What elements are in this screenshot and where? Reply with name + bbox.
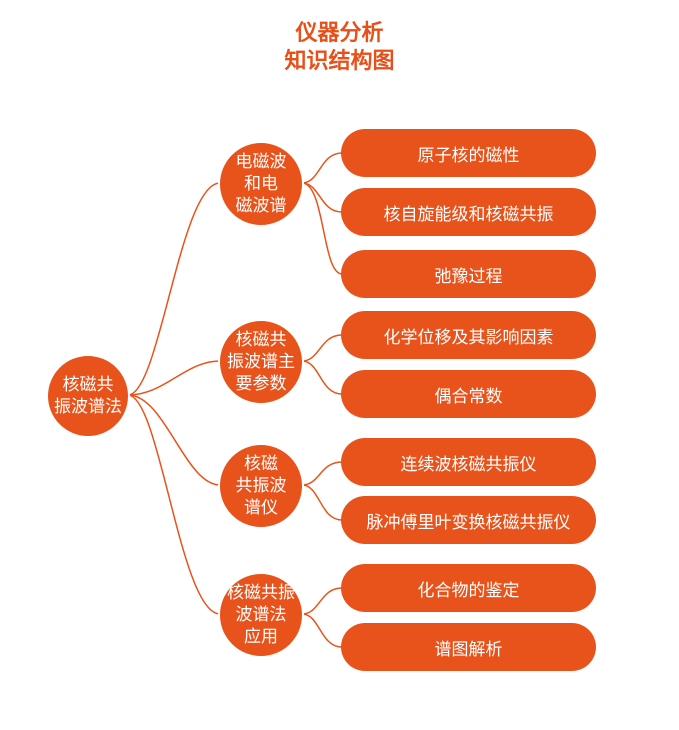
branch-node-3-label: 核磁 共振波 谱仪 xyxy=(235,454,287,518)
branch-node-2-label: 核磁共 振波谱主 要参数 xyxy=(227,330,295,394)
link-branch-4-item-1 xyxy=(301,587,343,615)
link-root-branch-3 xyxy=(127,394,221,486)
link-branch-4-item-2 xyxy=(301,613,343,648)
leaf-node-2-2-label: 偶合常数 xyxy=(434,386,503,407)
leaf-node-3-2-label: 脉冲傅里叶变换核磁共振仪 xyxy=(366,512,571,533)
branch-node-1: 电磁波 和电 磁波谱 xyxy=(218,141,304,227)
link-root-branch-1 xyxy=(127,182,221,396)
leaf-node-2-2: 偶合常数 xyxy=(341,370,596,418)
leaf-node-1-1: 原子核的磁性 xyxy=(341,129,596,177)
branch-node-2: 核磁共 振波谱主 要参数 xyxy=(218,319,304,405)
link-branch-1-item-3 xyxy=(301,182,343,275)
leaf-node-2-1-label: 化学位移及其影响因素 xyxy=(383,327,554,348)
leaf-node-1-2-label: 核自旋能级和核磁共振 xyxy=(383,204,554,225)
link-branch-3-item-1 xyxy=(301,461,343,486)
diagram-title-line-1: 仪器分析 xyxy=(295,21,384,46)
leaf-node-4-1-label: 化合物的鉴定 xyxy=(417,580,520,601)
leaf-node-1-1-label: 原子核的磁性 xyxy=(417,145,520,166)
root-node-label: 核磁共 振波谱法 xyxy=(54,375,122,417)
branch-node-3: 核磁 共振波 谱仪 xyxy=(218,443,304,529)
leaf-node-3-1-label: 连续波核磁共振仪 xyxy=(400,454,537,475)
leaf-node-2-1: 化学位移及其影响因素 xyxy=(341,311,596,359)
diagram-title-line-2: 知识结构图 xyxy=(284,49,395,74)
link-branch-1-item-1 xyxy=(301,152,343,184)
leaf-node-4-2-label: 谱图解析 xyxy=(434,639,503,660)
branch-node-4: 核磁共振 波谱法 应用 xyxy=(218,572,304,658)
leaf-node-1-3: 弛豫过程 xyxy=(341,250,596,298)
link-root-branch-2 xyxy=(127,360,221,396)
leaf-node-1-3-label: 弛豫过程 xyxy=(434,266,503,287)
leaf-node-4-1: 化合物的鉴定 xyxy=(341,564,596,612)
link-branch-2-item-2 xyxy=(301,360,343,395)
link-branch-1-item-2 xyxy=(301,182,343,213)
link-branch-2-item-1 xyxy=(301,334,343,362)
branch-node-1-label: 电磁波 和电 磁波谱 xyxy=(235,152,287,216)
root-node: 核磁共 振波谱法 xyxy=(46,354,130,438)
leaf-node-1-2: 核自旋能级和核磁共振 xyxy=(341,188,596,236)
leaf-node-3-1: 连续波核磁共振仪 xyxy=(341,438,596,486)
link-root-branch-4 xyxy=(127,394,221,615)
link-branch-3-item-2 xyxy=(301,484,343,521)
leaf-node-4-2: 谱图解析 xyxy=(341,623,596,671)
leaf-node-3-2: 脉冲傅里叶变换核磁共振仪 xyxy=(341,496,596,544)
branch-node-4-label: 核磁共振 波谱法 应用 xyxy=(227,583,295,647)
